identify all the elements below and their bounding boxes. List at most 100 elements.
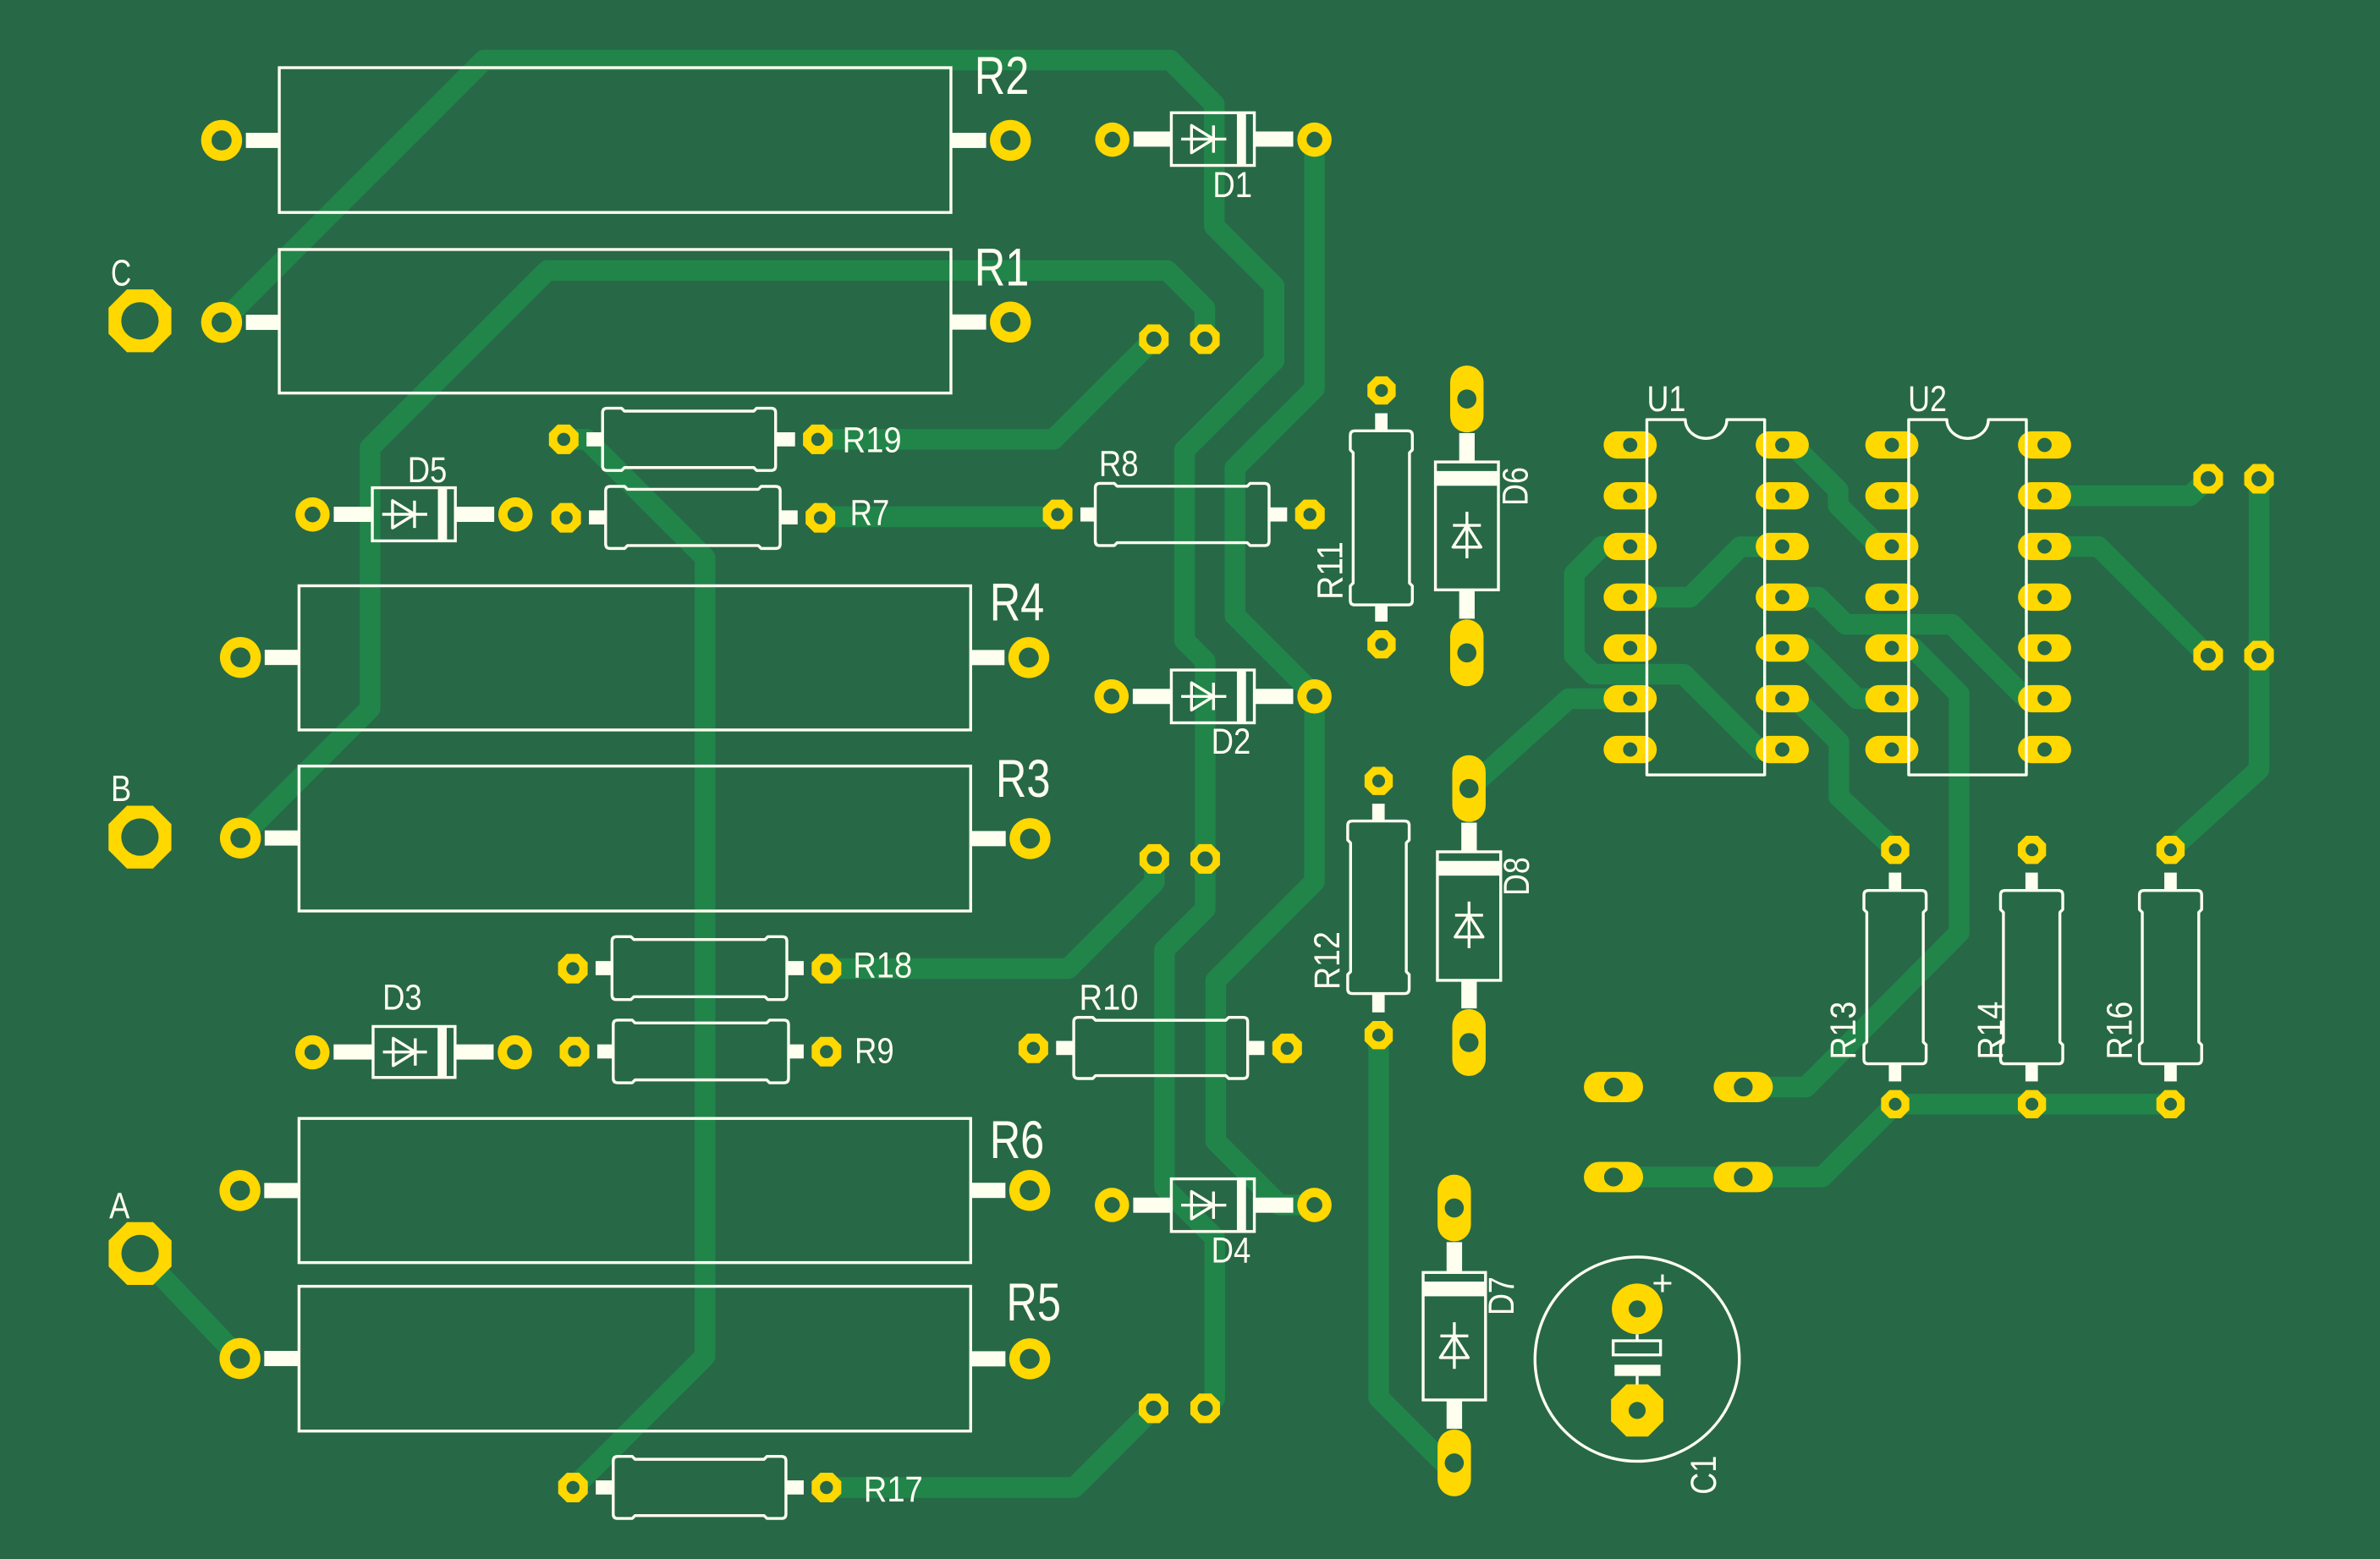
drill-hole [2251, 648, 2267, 663]
ic-u1: U1 [1603, 379, 1809, 777]
pad [1437, 1429, 1471, 1496]
drill-hole [2037, 488, 2052, 503]
drill-hole [1775, 640, 1789, 656]
drill-hole [1375, 384, 1388, 398]
drill-hole [1884, 590, 1899, 605]
copper-trace [1602, 1094, 1906, 1188]
ic-pin-left [1603, 481, 1657, 510]
diode-outline [1436, 850, 1503, 982]
terminal-pad [108, 805, 172, 869]
drill-hole [229, 1180, 250, 1201]
lead-stub [1888, 872, 1902, 891]
anode-triangle [1190, 681, 1216, 712]
drill-hole [1623, 539, 1638, 554]
drill-hole [2163, 843, 2177, 857]
drill-hole [2025, 843, 2039, 857]
pad [1009, 1338, 1051, 1380]
drill-hole [557, 432, 571, 447]
ref-label: R18 [853, 945, 912, 985]
drill-hole [1888, 1097, 1902, 1111]
ic-pin-left [1603, 532, 1657, 561]
drill-hole [566, 962, 580, 975]
diode-outline [1433, 460, 1500, 592]
copper-trace [807, 328, 1165, 450]
pad [295, 497, 330, 532]
ref-label: R16 [2099, 1002, 2140, 1060]
pad [1297, 122, 1332, 157]
copper-trace [1205, 129, 1325, 1216]
pad [1364, 766, 1393, 795]
ref-label: R19 [843, 420, 902, 461]
resistor-r9: R9 [559, 1018, 894, 1084]
drill-hole [1884, 539, 1899, 554]
resistor-outline [297, 584, 972, 732]
drill-hole [2163, 1097, 2177, 1111]
ic-u2: U2 [1865, 379, 2071, 777]
lead-stub [333, 1044, 373, 1060]
drill-hole [121, 818, 159, 856]
lead-stub [1375, 605, 1388, 622]
copper-trace [816, 1397, 1164, 1498]
drill-hole [1775, 539, 1789, 554]
pad [1095, 1188, 1130, 1222]
lead-stub [1254, 1197, 1294, 1213]
ic-pin-left [1865, 583, 1919, 612]
ref-label: R7 [850, 493, 890, 534]
drill-hole [1623, 437, 1638, 453]
lead-stub [775, 432, 795, 447]
diode-outline [371, 486, 457, 543]
terminal-pad [108, 289, 172, 353]
ref-label: D8 [1497, 857, 1537, 896]
via [2244, 464, 2274, 494]
ic-pin-right [2018, 431, 2071, 459]
lead-stub [1888, 1063, 1902, 1082]
pad [558, 953, 588, 984]
drill-hole [1020, 1180, 1040, 1201]
anode-triangle [1190, 124, 1216, 155]
pad [1452, 1009, 1486, 1076]
pad [551, 502, 581, 533]
drill-hole [212, 130, 232, 151]
resistor-outline [612, 1018, 790, 1084]
resistor-r7: R7 [551, 485, 890, 551]
ic-pin-left [1865, 532, 1919, 561]
resistor-r6: R6 [219, 1111, 1051, 1265]
resistor-r8: R8 [1042, 443, 1325, 547]
copper-trace [2160, 468, 2270, 860]
pad [2156, 835, 2185, 865]
diode-symbol-icon [1454, 901, 1485, 948]
resistor-outline [2137, 889, 2203, 1066]
drill-hole [1884, 742, 1899, 757]
drill-hole [2037, 437, 2052, 453]
drill-hole [820, 1045, 833, 1058]
pad [803, 424, 833, 454]
ic-pin-left [1865, 634, 1919, 662]
lead-stub [586, 432, 603, 447]
pad [201, 301, 243, 343]
drill-hole [820, 1480, 833, 1495]
copper-trace [1564, 535, 1793, 760]
drill-hole [1104, 131, 1120, 148]
lead-stub [1254, 689, 1294, 705]
resistor-outline [297, 1284, 972, 1433]
ref-label: R6 [990, 1111, 1045, 1170]
copper-trace [229, 260, 1216, 848]
resistor-r19: R19 [548, 406, 902, 472]
terminal-a: A [108, 1186, 172, 1285]
drill-hole [1603, 1077, 1624, 1097]
resistor-outline [1346, 819, 1411, 996]
ref-label: D3 [382, 977, 422, 1018]
lead-stub [264, 1351, 300, 1366]
drill-hole [1734, 1167, 1753, 1187]
diode-outline [1169, 1177, 1256, 1233]
ref-label: R10 [1080, 978, 1139, 1018]
pad [1881, 835, 1910, 865]
ref-label: R8 [1099, 443, 1139, 484]
lead-stub [596, 1480, 613, 1495]
ref-label: R12 [1307, 931, 1348, 990]
oblong-pad [1713, 1161, 1773, 1193]
pad [1881, 1090, 1910, 1119]
pad [1272, 1033, 1302, 1063]
ic-pin-left [1603, 634, 1657, 662]
lead-stub [788, 1044, 804, 1059]
